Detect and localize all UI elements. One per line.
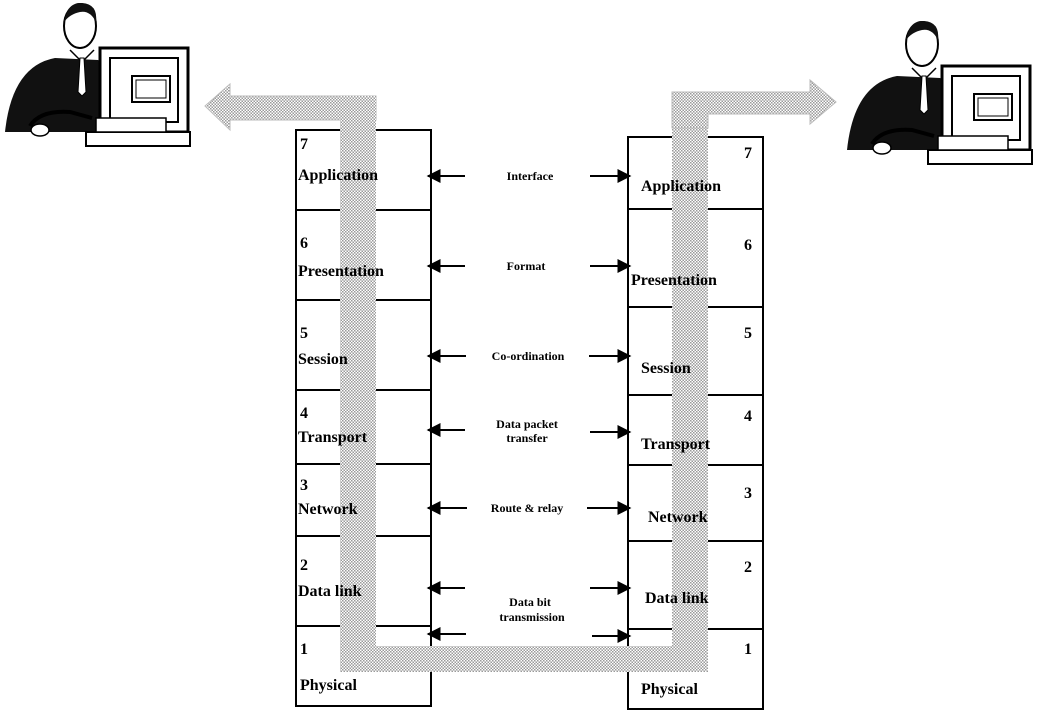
left-layer-name: Session: [298, 351, 348, 368]
left-layer-number: 6: [300, 235, 308, 252]
left-layer-name: Data link: [298, 583, 362, 600]
left-layer-number: 1: [300, 641, 308, 658]
right-layer-name: Network: [648, 509, 708, 526]
right-layer-number: 1: [744, 641, 752, 658]
left-layer-number: 2: [300, 557, 308, 574]
left-layer-name: Application: [298, 167, 378, 184]
right-layer-number: 2: [744, 559, 752, 576]
interface-label-datalink-1: Data bit: [509, 595, 551, 609]
interface-label-session: Co-ordination: [492, 349, 565, 363]
flow-arrow-right: [672, 80, 836, 128]
right-layer-name: Application: [641, 178, 721, 195]
person-at-computer-icon: [5, 3, 190, 146]
flow-bottom: [340, 646, 708, 672]
left-layer-name: Physical: [300, 677, 357, 694]
right-layer-name: Physical: [641, 681, 698, 698]
left-layer-number: 3: [300, 477, 308, 494]
left-layer-name: Presentation: [298, 263, 384, 280]
interface-label-network: Route & relay: [491, 501, 563, 515]
left-layer-number: 5: [300, 325, 308, 342]
right-layer-number: 3: [744, 485, 752, 502]
right-layer-name: Session: [641, 360, 691, 377]
interface-label-datalink-2: transmission: [499, 610, 565, 624]
right-layer-number: 5: [744, 325, 752, 342]
interface-label-application: Interface: [507, 169, 554, 183]
right-layer-name: Presentation: [631, 272, 717, 289]
left-layer-name: Transport: [298, 429, 368, 446]
interface-label-presentation: Format: [507, 259, 546, 273]
left-layer-name: Network: [298, 501, 358, 518]
interface-label-transport-1: Data packet: [496, 417, 558, 431]
right-layer-name: Data link: [645, 590, 709, 607]
left-layer-number: 4: [300, 405, 308, 422]
right-layer-number: 7: [744, 145, 752, 162]
interface-label-transport-2: transfer: [506, 431, 548, 445]
left-layer-number: 7: [300, 136, 308, 153]
right-layer-number: 4: [744, 408, 752, 425]
person-at-computer-icon: [847, 21, 1032, 164]
right-layer-number: 6: [744, 237, 752, 254]
peer-interfaces: Interface Format Co-ordination Data pack…: [428, 169, 630, 636]
right-layer-name: Transport: [641, 436, 711, 453]
